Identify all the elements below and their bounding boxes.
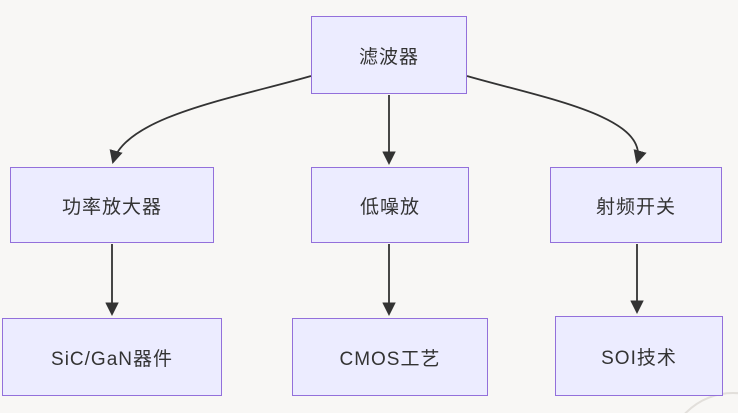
- node-cmos-process-label: CMOS工艺: [339, 348, 441, 370]
- node-soi-technology-label: SOI技术: [601, 347, 677, 369]
- node-filter: 滤波器: [311, 16, 467, 94]
- edge-filter-to-rf-switch: [466, 75, 647, 164]
- edge-filter-to-power-amplifier: [109, 75, 312, 164]
- node-low-noise-amp: 低噪放: [311, 167, 469, 243]
- node-power-amplifier: 功率放大器: [10, 167, 214, 243]
- node-sic-gan-devices-label: SiC/GaN器件: [51, 348, 173, 370]
- node-filter-label: 滤波器: [358, 46, 419, 68]
- node-rf-switch-label: 射频开关: [595, 196, 676, 218]
- node-rf-switch: 射频开关: [550, 167, 722, 243]
- node-soi-technology: SOI技术: [555, 316, 723, 396]
- node-power-amplifier-label: 功率放大器: [61, 196, 162, 218]
- node-cmos-process: CMOS工艺: [292, 318, 488, 396]
- node-low-noise-amp-label: 低噪放: [359, 196, 420, 218]
- node-sic-gan-devices: SiC/GaN器件: [2, 318, 222, 396]
